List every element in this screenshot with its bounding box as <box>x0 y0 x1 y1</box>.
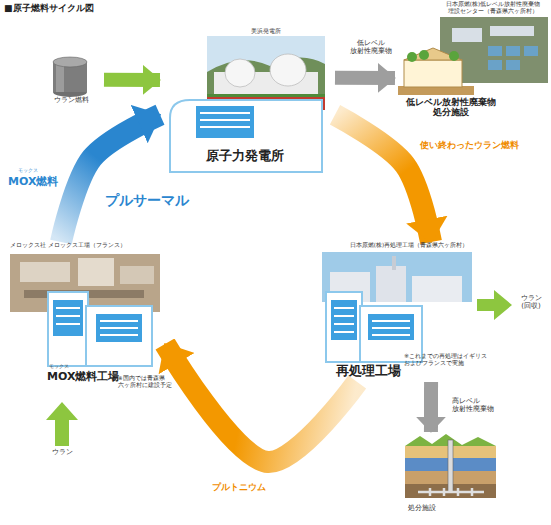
edge-label: MOX燃料 <box>8 175 70 188</box>
photo-stack <box>392 256 396 270</box>
edge-label: 使い終わったウラン燃料 <box>420 140 545 151</box>
shaft <box>448 440 453 492</box>
node-label: 再処理工場 <box>323 363 413 379</box>
node-caption: 日本原燃(株)再処理工場（青森県六ヶ所村） <box>343 242 475 249</box>
photo-building <box>412 276 462 302</box>
photo-building <box>20 262 70 282</box>
photo-pit <box>488 60 502 70</box>
edge-label: 高レベル 放射性廃棄物 <box>452 398 498 414</box>
node-label: 原子力発電所 <box>180 148 310 164</box>
flow-arrow <box>424 382 438 432</box>
diagram-title: ■原子燃料サイクル図 <box>4 3 204 14</box>
edge-label: プルトニウム <box>212 482 292 493</box>
tree <box>407 52 417 62</box>
node-caption: メロックス社 メロックス工場（フランス） <box>10 242 160 249</box>
note-text: ※国内では青森県 六ヶ所村に建設予定 <box>118 375 168 388</box>
plant-icon <box>48 292 88 366</box>
edge-label: 低レベル 放射性廃棄物 <box>348 40 394 56</box>
mox-plant-art <box>10 254 160 366</box>
plant-icon-block <box>331 300 357 340</box>
photo-pit <box>524 46 538 56</box>
plant-icon-stripes <box>334 308 410 335</box>
reprocessing-art <box>322 252 472 362</box>
plant-icon <box>170 100 322 172</box>
node-label: 低レベル放射性廃棄物 処分施設 <box>395 97 507 117</box>
photo-building <box>490 26 534 36</box>
photo-building <box>120 266 154 284</box>
photo-pit <box>488 46 502 56</box>
plant-icon-stripes <box>200 113 250 127</box>
power-plant-art <box>170 36 325 172</box>
node-caption: 美浜発電所 <box>207 27 325 34</box>
flow-arrow <box>335 115 431 242</box>
tree <box>419 50 429 60</box>
fuel-drum-art <box>53 57 87 97</box>
photo-building <box>452 28 482 42</box>
photo-pit <box>506 60 520 70</box>
flow-label: ウラン <box>44 448 80 456</box>
disposal-facility: 日本原燃(株)低レベル放射性廃棄物 埋設センター（青森県六ヶ所村） 低レベル放射性… <box>395 0 550 122</box>
photo-grass <box>207 94 325 97</box>
hlw-disposal: 処分施設 <box>398 432 503 522</box>
flow-arrow <box>61 115 160 242</box>
photo-pit <box>506 46 520 56</box>
node-label: MOX燃料工場 <box>47 370 123 383</box>
plant-icon-stripes <box>56 308 138 335</box>
flow-label: ウラン (回収) <box>514 294 548 311</box>
tunnels <box>418 488 484 496</box>
tree <box>449 51 459 61</box>
llw-facility-art <box>398 17 548 95</box>
cycle-name: プルサーマル <box>105 192 215 209</box>
ruby-text: モックス <box>18 167 58 173</box>
flow-arrow <box>104 73 160 87</box>
node-label: モックス <box>49 363 89 369</box>
hlw-disposal-art <box>405 434 496 498</box>
photo-building <box>376 266 406 302</box>
node-label: ウラン燃料 <box>38 96 104 104</box>
plant-icon-block <box>53 300 83 336</box>
flow-arrow <box>165 344 357 462</box>
uranium-supply-arrow <box>46 402 78 446</box>
power-plant: 美浜発電所原子力発電所 <box>160 26 335 174</box>
fuel-drum: ウラン燃料 <box>38 56 104 110</box>
plant-icon <box>326 292 362 362</box>
note-text: ※これまでの再処理はイギリス およびフランスで実施 <box>404 352 494 366</box>
mox-plant: メロックス社 メロックス工場（フランス） モックスMOX燃料工場 <box>5 242 165 392</box>
recovered-uranium-arrow <box>477 290 512 320</box>
drum-top <box>53 57 87 67</box>
node-label: 処分施設 <box>398 504 446 512</box>
photo-dome <box>270 54 306 86</box>
photo-sky <box>207 36 325 110</box>
facility-icon <box>404 60 462 87</box>
node-caption: 日本原燃(株)低レベル放射性廃棄物 埋設センター（青森県六ヶ所村） <box>437 1 549 14</box>
photo-building <box>78 258 114 286</box>
flow-arrow <box>335 71 395 85</box>
plant-icon-block <box>196 106 254 138</box>
photo-dome <box>225 59 255 87</box>
